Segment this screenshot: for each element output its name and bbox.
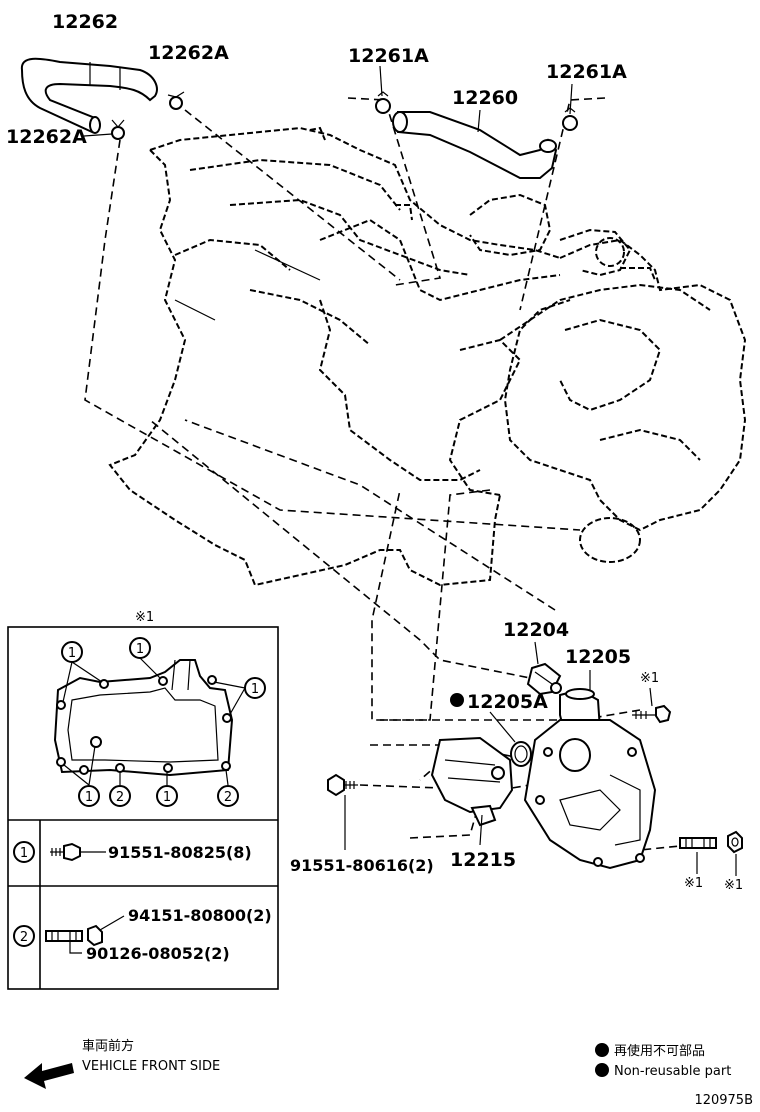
inset-row1-key: 1: [20, 846, 28, 861]
inset-row1-part: 91551-80825(8): [108, 843, 252, 862]
front-en: VEHICLE FRONT SIDE: [82, 1059, 220, 1074]
label-91551-80616: 91551-80616(2): [290, 856, 434, 875]
clamp-12261a-left: [375, 91, 391, 114]
inset-callout: 1: [85, 790, 93, 805]
inset-row2-part-b: 90126-08052(2): [86, 944, 230, 963]
label-12215: 12215: [450, 849, 516, 871]
inset-callout: 1: [68, 646, 76, 661]
legend-jp: 再使用不可部品: [614, 1043, 705, 1059]
hose-12260: [392, 111, 558, 179]
stud-ref1: [679, 837, 717, 849]
inset-row2-part-a: 94151-80800(2): [128, 906, 272, 925]
nut-ref1: [727, 830, 743, 854]
inset-panel: ※1 1 1 1: [7, 610, 279, 990]
inset-callout: 1: [136, 642, 144, 657]
label-ref-mark-nut: ※1: [724, 878, 743, 893]
label-12262: 12262: [52, 11, 118, 33]
non-reusable-dot: [450, 693, 464, 707]
cover-housing: [523, 719, 657, 870]
label-12204: 12204: [503, 619, 569, 641]
front-arrow-icon: [24, 1063, 74, 1089]
legend-dot-icon: [595, 1043, 609, 1057]
label-12261a-right: 12261A: [546, 61, 627, 83]
inset-title: ※1: [135, 610, 154, 625]
hose-12262: [20, 57, 158, 134]
bolt-91551-80616: [327, 773, 358, 797]
drawing-id: 120975B: [694, 1093, 753, 1108]
thermostat-12215: [430, 736, 514, 827]
legend-dot-icon: [595, 1063, 609, 1077]
clamp-12262a-left: [111, 119, 125, 140]
label-12205: 12205: [565, 646, 631, 668]
label-12260: 12260: [452, 87, 518, 109]
label-12261a-left: 12261A: [348, 45, 429, 67]
clamp-12262a-top: [167, 91, 185, 110]
label-12205a: 12205A: [467, 691, 548, 713]
footer: 車両前方 VEHICLE FRONT SIDE 再使用不可部品 Non-reus…: [24, 1038, 753, 1108]
legend-en: Non-reusable part: [614, 1064, 731, 1079]
bolt-ref1-upper: [632, 704, 672, 724]
inset-callout: 1: [163, 790, 171, 805]
gasket-12205a: [510, 741, 532, 767]
inset-callout: 2: [224, 790, 232, 805]
inset-row2-key: 2: [20, 930, 28, 945]
label-ref-mark-upper: ※1: [640, 671, 659, 686]
label-ref-mark-stud: ※1: [684, 876, 703, 891]
inset-callout: 2: [116, 790, 124, 805]
label-12262a-left: 12262A: [6, 126, 87, 148]
front-jp: 車両前方: [82, 1038, 134, 1054]
label-12262a-top: 12262A: [148, 42, 229, 64]
inset-callout: 1: [251, 682, 259, 697]
engine-block: [108, 126, 747, 587]
sensor-12204: [526, 662, 562, 696]
